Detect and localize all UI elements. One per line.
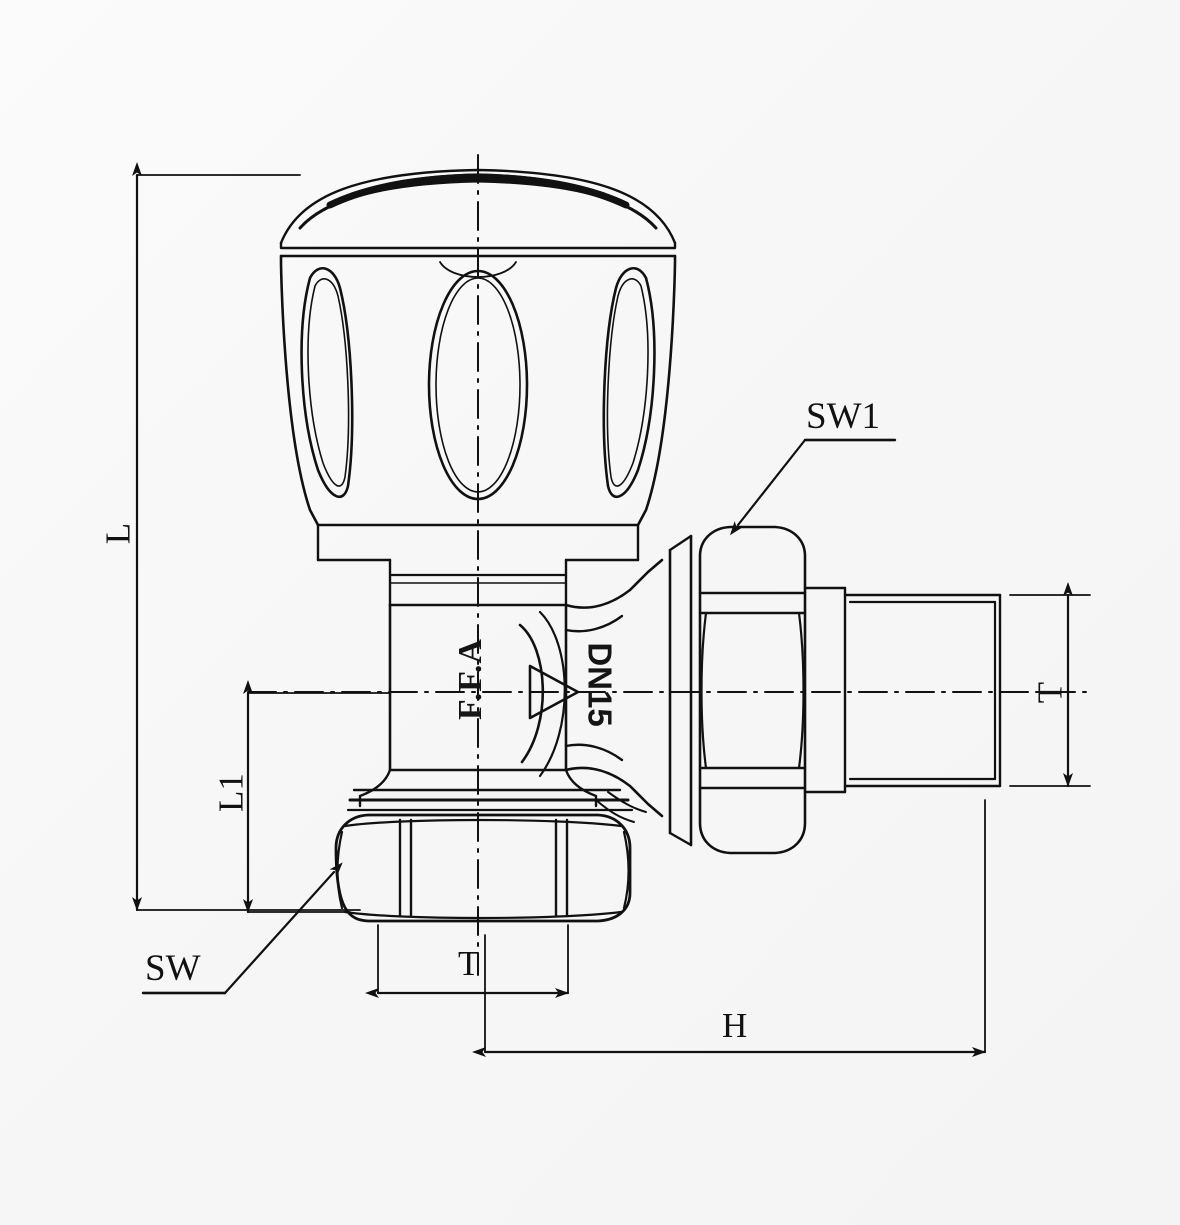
dimension-T-right: [1009, 582, 1091, 788]
centerlines: [247, 154, 1091, 976]
dimension-H: [472, 799, 987, 1057]
handwheel-grip-left: [300, 267, 354, 498]
dimension-T-bottom: [365, 924, 570, 998]
callout-leader-SW1: [729, 438, 897, 536]
valve-geometry: [132, 154, 1091, 1057]
handwheel-dome-edge: [279, 241, 677, 250]
body-hex-nut: [334, 813, 632, 923]
handwheel-grip-right: [602, 267, 656, 498]
dimension-label-T-right: T: [1030, 681, 1070, 704]
callout-label-SW: SW: [145, 948, 201, 989]
handwheel-skirt: [279, 254, 677, 527]
dimension-L1: [243, 680, 391, 914]
body-nominal-size-mark: DN15: [581, 642, 619, 727]
dimension-label-L1: L1: [211, 773, 251, 812]
dimension-label-T-bottom: T: [458, 944, 480, 983]
callout-label-SW1: SW1: [806, 396, 880, 437]
union-nut: [668, 525, 807, 855]
valve-angle-branch: [518, 558, 664, 823]
dimension-label-H: H: [722, 1006, 748, 1045]
male-thread-spigot: [803, 586, 1002, 794]
dimension-label-L: L: [98, 522, 138, 545]
valve-stem-neck: [316, 523, 640, 607]
body-brand-mark: F.F.A: [452, 638, 489, 720]
